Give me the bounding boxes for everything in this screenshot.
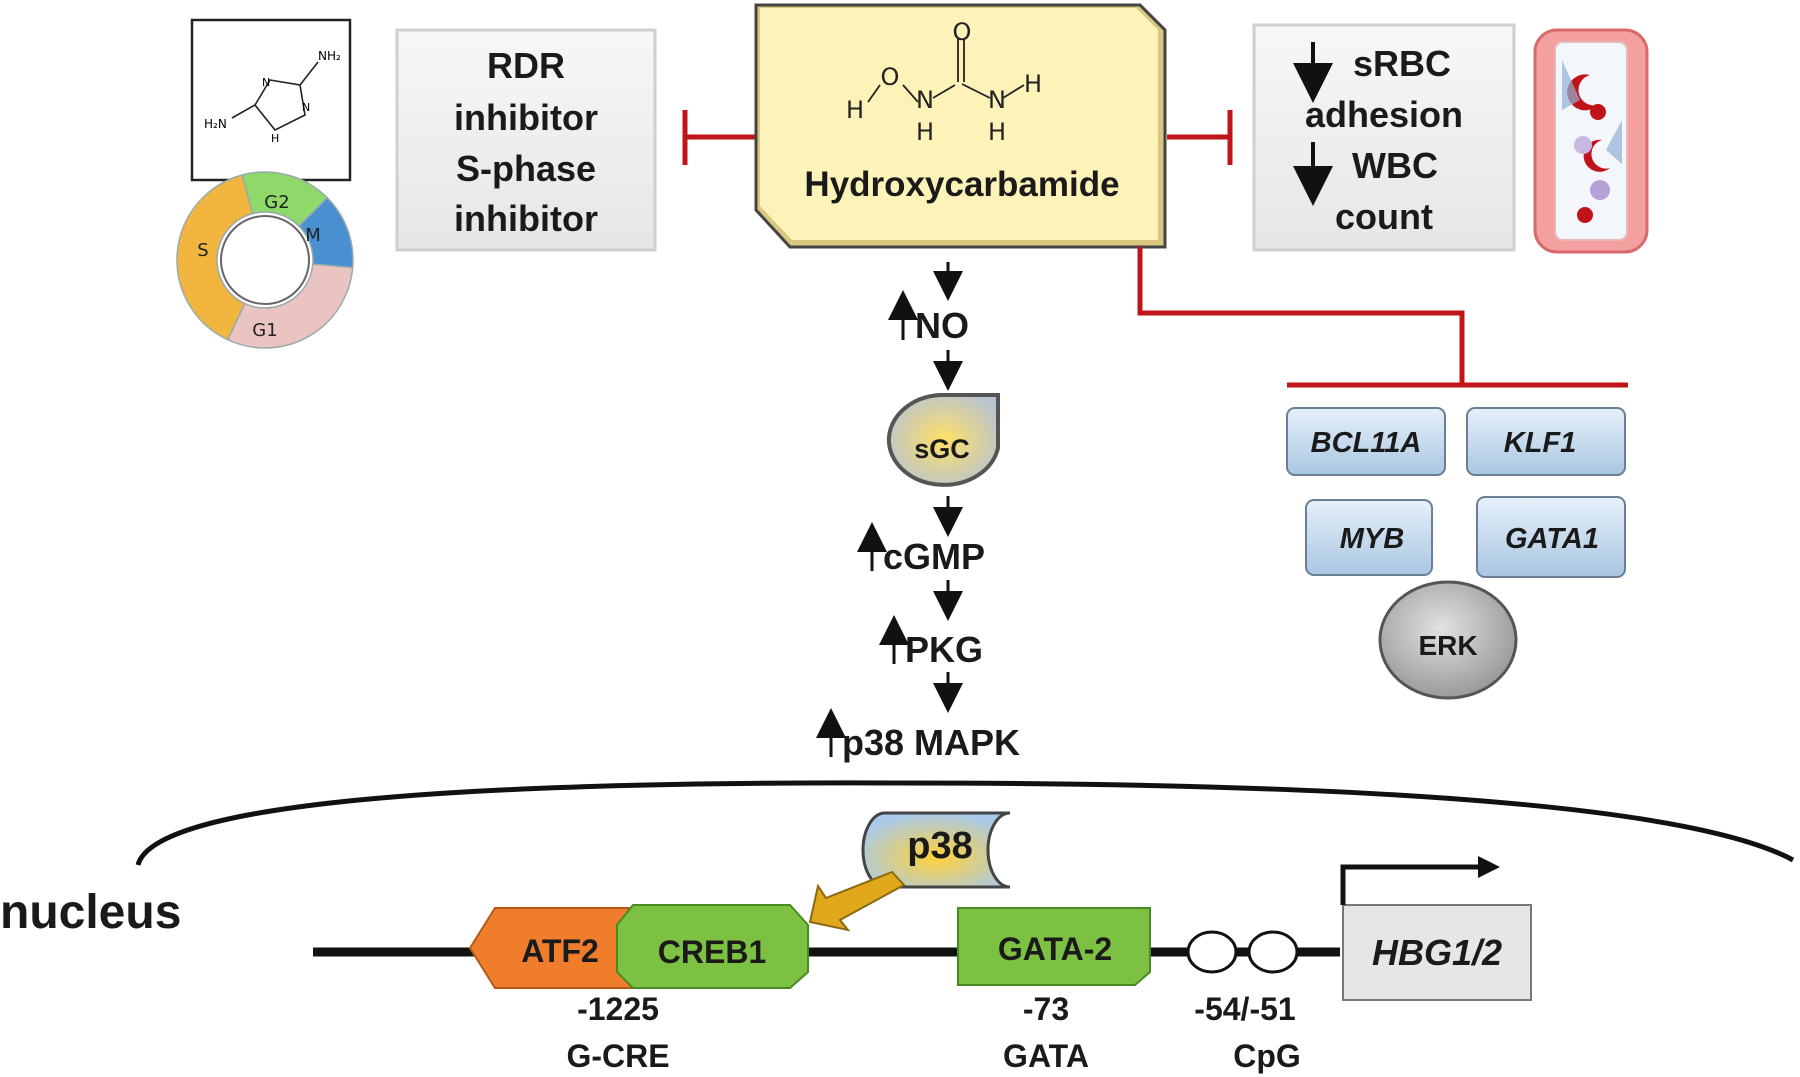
inhibit-right: [1167, 110, 1233, 165]
sgc-label: sGC: [914, 434, 970, 464]
right-box-line-3: WBC: [1352, 145, 1438, 186]
drug-name: Hydroxycarbamide: [804, 165, 1119, 204]
amine-label-top: NH₂: [318, 49, 341, 63]
svg-text:O: O: [881, 63, 900, 91]
atom-n-2: N: [988, 86, 1006, 114]
left-box-line-1: RDR: [487, 45, 565, 86]
blood-vessel-illustration: [1533, 28, 1649, 254]
left-box-line-4: inhibitor: [454, 198, 598, 239]
cycle-label-s: S: [197, 240, 208, 261]
creb1-label: CREB1: [658, 934, 766, 970]
cycle-segment-s: [176, 174, 254, 341]
atf2-label: ATF2: [521, 933, 599, 969]
site-gcre-position: -1225: [577, 991, 659, 1027]
site-gata-name: GATA: [1003, 1038, 1089, 1074]
atom-n-1: N: [916, 86, 934, 114]
cpg-sites: [1186, 930, 1299, 974]
inhibit-genes-line: [1137, 247, 1628, 388]
cycle-label-g1: G1: [252, 320, 277, 341]
p38mapk-node: p38 MAPK: [816, 708, 1020, 763]
atom-h-4: H: [1024, 70, 1042, 98]
cycle-inner-ring: [220, 215, 310, 305]
hbg-label: HBG1/2: [1372, 932, 1502, 973]
right-box-line-1: sRBC: [1353, 43, 1451, 84]
site-gcre-name: G-CRE: [566, 1038, 669, 1074]
erk-node: ERK: [1378, 580, 1518, 700]
inhibit-left: [682, 110, 756, 165]
atf2-box: ATF2: [468, 907, 641, 989]
gene-box-bcl11a: BCL11A: [1286, 407, 1446, 476]
ring-nh: H: [271, 132, 279, 145]
no-label: NO: [915, 305, 969, 346]
transcription-start-arrow: [1340, 856, 1500, 905]
gene-bcl11a-label: BCL11A: [1311, 427, 1422, 459]
ring-n-1: N: [262, 76, 270, 89]
creb1-box: CREB1: [616, 904, 809, 989]
cell-cycle-donut: S G2M G1: [176, 171, 354, 349]
gene-box-klf1: KLF1: [1466, 407, 1626, 476]
atom-h-2: H: [916, 118, 934, 146]
site-gata-position: -73: [1023, 991, 1069, 1027]
site-cpg-name: CpG: [1233, 1038, 1301, 1074]
gene-box-gata1: GATA1: [1476, 496, 1626, 578]
pkg-node: PKG: [879, 615, 983, 670]
gene-box-myb: MYB: [1305, 499, 1433, 576]
erk-label: ERK: [1418, 630, 1477, 661]
atom-h-3: H: [988, 118, 1006, 146]
gata2-label: GATA-2: [998, 931, 1112, 967]
p38-protein: p38: [861, 811, 1011, 889]
pkg-label: PKG: [905, 629, 983, 670]
cycle-label-g2: G2: [264, 192, 289, 213]
cycle-label-m: M: [305, 225, 321, 246]
atom-o-carbonyl: O: [953, 18, 972, 46]
rdr-inhibitor-box: RDR inhibitor S-phase inhibitor: [395, 28, 657, 252]
left-box-line-2: inhibitor: [454, 97, 598, 138]
gata2-box: GATA-2: [957, 907, 1151, 986]
left-box-line-3: S-phase: [456, 148, 596, 189]
cgmp-node: cGMP: [857, 522, 985, 577]
sgc-node: sGC: [886, 393, 1000, 487]
triazole-structure: NH₂ H₂N N N H: [190, 18, 352, 182]
hydroxycarbamide-box: O H N H N H H O Hydroxycarbamide: [754, 3, 1167, 249]
right-box-line-2: adhesion: [1305, 94, 1463, 135]
amine-label-left: H₂N: [204, 117, 227, 131]
atom-h-1: H: [846, 96, 864, 124]
gene-klf1-label: KLF1: [1504, 427, 1577, 459]
no-node: NO: [888, 290, 969, 346]
ring-n-2: N: [302, 101, 310, 114]
nucleus-label: nucleus: [0, 886, 181, 939]
right-box-line-4: count: [1335, 196, 1433, 237]
p38-label: p38: [907, 825, 972, 867]
cycle-segment-g1: [226, 263, 354, 349]
gene-myb-label: MYB: [1340, 523, 1404, 555]
site-labels: -1225 G-CRE -73 GATA -54/-51 CpG: [566, 991, 1300, 1074]
rbc-effects-box: sRBC adhesion WBC count: [1252, 23, 1516, 252]
p38mapk-label: p38 MAPK: [842, 722, 1020, 763]
p38-to-creb1-arrow: [808, 870, 906, 932]
cgmp-label: cGMP: [883, 536, 985, 577]
gene-gata1-label: GATA1: [1505, 523, 1599, 555]
hbg-gene-box: HBG1/2: [1342, 904, 1532, 1001]
nucleus-membrane: [135, 780, 1795, 866]
site-cpg-position: -54/-51: [1194, 991, 1295, 1027]
